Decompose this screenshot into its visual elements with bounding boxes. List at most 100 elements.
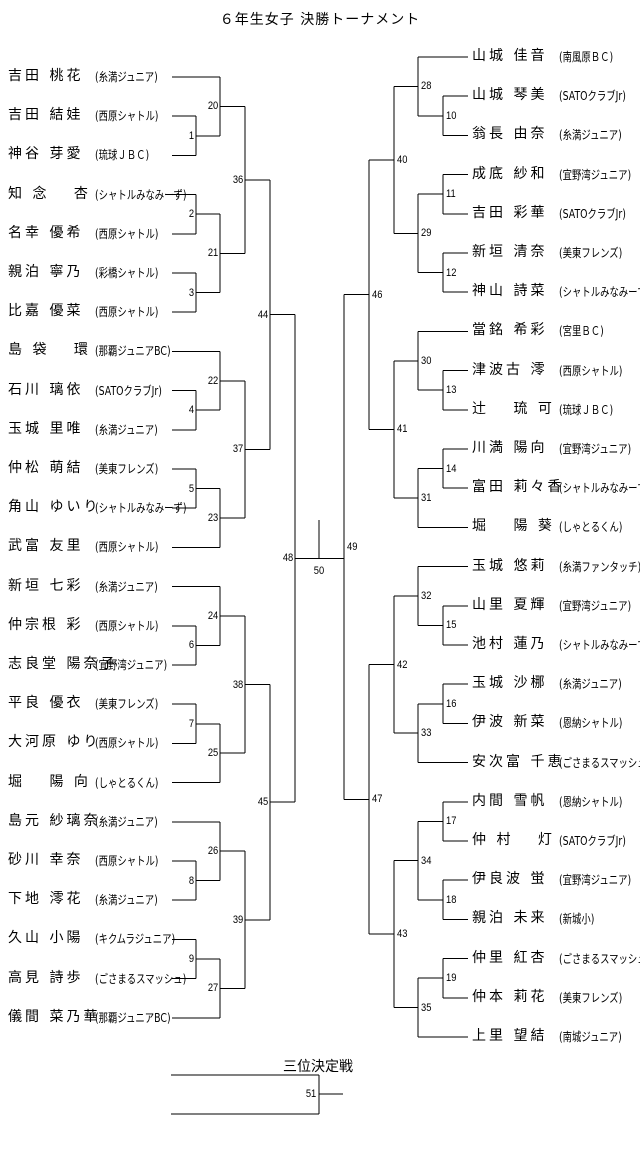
player-team: (キクムラジュニア) [95,932,176,947]
player-name: 伊良波 蛍 [472,871,548,888]
player-name: 池村 蓮乃 [472,636,548,652]
match-number: 5 [188,482,194,495]
match-number: 43 [397,928,408,941]
match-number: 49 [347,541,358,553]
player-name: 吉田 結娃 [8,107,84,124]
match-number: 42 [397,658,408,671]
player-name: 仲里 紅杏 [472,949,548,966]
match-number: 27 [207,982,218,995]
player-team: (宜野湾ジュニア) [559,873,632,888]
player-name: 玉城 沙梛 [472,675,548,692]
match-number: 4 [188,404,194,417]
player-name: 山城 佳音 [472,48,548,64]
match-number: 22 [207,374,218,387]
player-name: 平良 優衣 [8,695,84,712]
player-team: (シャトルみなみーず) [559,638,640,652]
match-number: 32 [421,590,432,602]
match-number: 44 [257,308,268,321]
match-number: 24 [207,610,218,622]
player-team: (那覇ジュニアBC) [95,344,171,359]
player-team: (SATOクラブJr) [559,89,626,104]
match-number: 50 [313,565,325,578]
match-number: 35 [421,1001,432,1014]
player-team: (ごさまるスマッシュ) [559,755,640,770]
player-name: 伊波 新菜 [472,714,548,731]
match-number: 12 [446,266,457,279]
match-number: 45 [257,796,268,809]
player-team: (糸満ファンタッチ) [559,559,640,574]
player-team: (SATOクラブJr) [559,834,626,848]
player-team: (西原シャトル) [559,363,623,378]
player-team: (西原シャトル) [95,226,159,241]
player-team: (ごさまるスマッシュ) [95,971,187,986]
player-team: (美東フレンズ) [559,246,623,260]
player-team: (美東フレンズ) [95,697,159,712]
player-team: (西原シャトル) [95,109,159,124]
player-team: (彩橋シャトル) [95,266,159,280]
player-name: 神山 詩菜 [472,283,548,300]
player-name: 堀 陽 向 [8,773,91,790]
player-name: 當銘 希彩 [472,322,548,339]
match-number: 41 [397,423,408,436]
player-team: (美東フレンズ) [559,990,623,1005]
player-team: (糸満ジュニア) [95,70,158,84]
player-team: (恩納シャトル) [559,794,623,809]
third-place-title: 三位決定戦 [283,1059,353,1075]
player-name: 仲 村 灯 [472,832,555,848]
player-team: (宜野湾ジュニア) [559,167,632,182]
match-number: 15 [446,619,457,632]
player-team: (宜野湾ジュニア) [559,598,632,613]
player-name: 津波古 澪 [472,361,548,378]
match-number: 20 [207,100,218,113]
match-number: 39 [232,913,243,926]
player-name: 親泊 寧乃 [8,264,84,280]
player-name: 富田 莉々香 [472,479,565,496]
player-name: 名幸 優希 [8,224,84,241]
match-number: 11 [446,188,456,201]
player-team: (しゃとるくん) [95,775,159,790]
match-number: 31 [421,492,432,504]
player-team: (美東フレンズ) [95,462,159,476]
player-team: (ごさまるスマッシュ) [559,951,640,966]
player-team: (西原シャトル) [95,618,159,633]
player-team: (那覇ジュニアBC) [95,1010,171,1025]
player-name: 武富 友里 [8,538,84,555]
match-number: 36 [232,173,243,186]
player-name: 内間 雪帆 [472,792,548,809]
player-name: 堀 陽 葵 [472,518,555,535]
player-name: 川満 陽向 [472,440,548,456]
player-team: (宮里ＢＣ) [559,324,604,339]
player-name: 石川 璃依 [8,381,84,398]
match-number: 25 [207,747,218,760]
player-name: 新垣 清奈 [472,244,548,260]
player-name: 仲本 莉花 [472,988,548,1005]
player-name: 仲松 萌結 [8,460,84,476]
player-team: (宜野湾ジュニア) [559,442,632,456]
match-number: 10 [446,109,457,122]
player-name: 玉城 里唯 [8,420,84,437]
player-name: 高見 詩歩 [8,969,84,986]
player-name: 砂川 幸奈 [8,852,84,868]
player-name: 新垣 七彩 [8,577,84,594]
player-name: 比嘉 優菜 [8,303,84,320]
match-number: 23 [207,512,218,524]
player-name: 仲宗根 彩 [8,616,84,633]
player-name: 山城 琴美 [472,87,548,104]
player-team: (琉球ＪＢＣ) [95,148,150,163]
player-team: (しゃとるくん) [559,520,623,535]
player-team: (シャトルみなみーず) [559,481,640,496]
player-team: (恩納シャトル) [559,716,623,731]
player-name: 吉田 桃花 [8,68,84,84]
match-number: 19 [446,972,457,985]
player-name: 大河原 ゆり [8,734,101,751]
match-number: 17 [446,815,457,828]
player-name: 吉田 彩華 [472,204,548,221]
player-name: 志良堂 陽奈子 [8,656,118,672]
player-team: (新城小) [559,912,595,927]
player-team: (南城ジュニア) [559,1030,622,1044]
player-name: 角山 ゆいり [8,499,101,516]
match-number: 26 [207,845,218,858]
player-team: (糸満ジュニア) [559,128,622,143]
player-team: (シャトルみなみーず) [95,187,187,202]
match-number: 30 [421,354,432,367]
